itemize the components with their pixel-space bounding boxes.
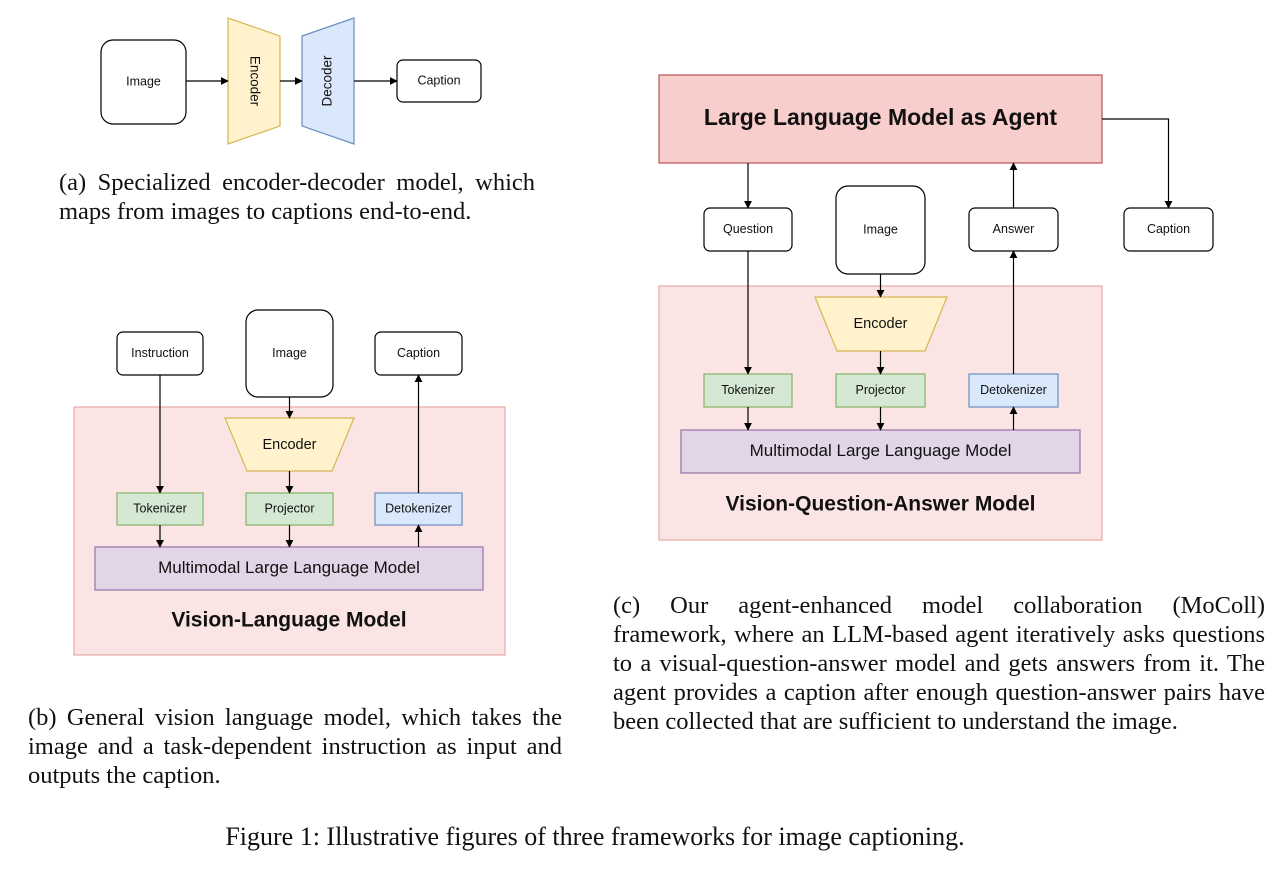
detokenizer-block <box>374 492 463 526</box>
agent-label: Large Language Model as Agent <box>704 104 1057 130</box>
projector-label: Projector <box>264 501 314 515</box>
panel-c: Large Language Model as Agent Vision-Que… <box>658 74 1214 541</box>
encoder-block <box>814 296 948 352</box>
caption-label: Caption <box>397 346 440 360</box>
mllm-label: Multimodal Large Language Model <box>750 441 1012 460</box>
panel-b: Vision-Language Model Instruction Image … <box>73 309 506 656</box>
panel-a: Image Encoder Decoder Caption <box>100 17 482 145</box>
mllm-label: Multimodal Large Language Model <box>158 558 420 577</box>
mllm-block <box>680 429 1081 474</box>
tokenizer-block <box>703 373 793 408</box>
detokenizer-label: Detokenizer <box>385 501 452 515</box>
encoder-label: Encoder <box>247 56 262 107</box>
caption-c: (c) Our agent-enhanced model collaborati… <box>613 592 1265 735</box>
tokenizer-block <box>116 492 204 526</box>
decoder-block <box>301 17 355 145</box>
encoder-label: Encoder <box>853 316 907 332</box>
agent-block <box>658 74 1103 164</box>
question-label: Question <box>723 222 773 236</box>
projector-label: Projector <box>855 383 905 397</box>
image-label: Image <box>126 74 161 88</box>
image-label: Image <box>272 346 307 360</box>
encoder-block <box>227 17 281 145</box>
image-label: Image <box>863 222 898 236</box>
caption-label: Caption <box>1147 222 1190 236</box>
vlm-container-title: Vision-Language Model <box>171 609 406 632</box>
detokenizer-label: Detokenizer <box>980 383 1047 397</box>
arrow-agent-caption <box>1102 118 1173 209</box>
instruction-label: Instruction <box>131 346 189 360</box>
encoder-block <box>224 417 355 472</box>
decoder-label: Decoder <box>320 55 335 107</box>
image-node <box>100 39 187 125</box>
answer-label: Answer <box>993 222 1035 236</box>
vqa-container-title: Vision-Question-Answer Model <box>726 493 1036 516</box>
caption-b: (b) General vision language model, which… <box>28 704 562 789</box>
projector-block <box>245 492 334 526</box>
caption-a: (a) Specialized encoder-decoder model, w… <box>59 169 535 225</box>
figure-caption: Figure 1: Illustrative figures of three … <box>225 822 965 851</box>
detokenizer-block <box>968 373 1059 408</box>
caption-label: Caption <box>417 73 460 87</box>
mllm-block <box>94 546 484 591</box>
tokenizer-label: Tokenizer <box>133 501 187 515</box>
tokenizer-label: Tokenizer <box>721 383 775 397</box>
encoder-label: Encoder <box>262 437 316 453</box>
